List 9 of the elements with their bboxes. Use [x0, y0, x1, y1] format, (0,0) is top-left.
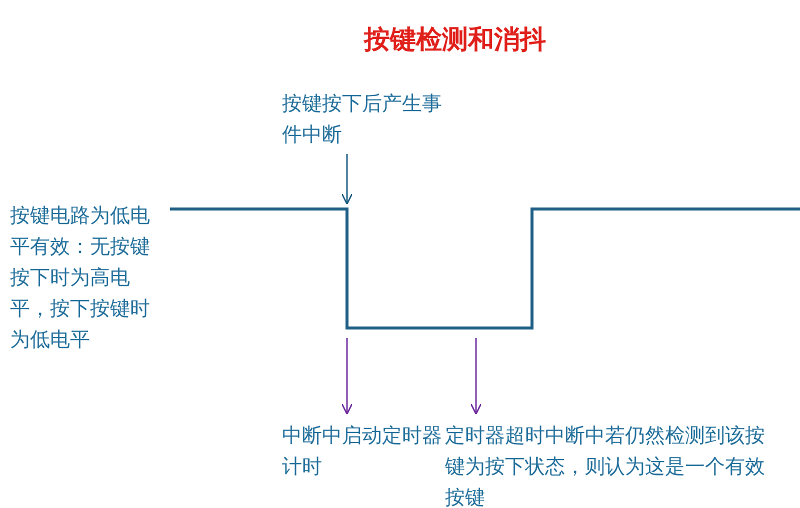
arrow: [470, 338, 482, 415]
diagram-title: 按键检测和消抖: [362, 24, 547, 57]
arrow: [341, 154, 353, 205]
annotation-text: 定时器超时中断中若仍然检测到该按键为按下状态，则认为这是一个有效按键: [445, 420, 775, 508]
waveform-line: [170, 208, 800, 330]
annotation-text: 中断中启动定时器计时: [282, 420, 442, 482]
annotation-text: 按键按下后产生事件中断: [282, 88, 452, 150]
arrow: [341, 338, 353, 415]
note-text: 按键电路为低电平有效：无按键按下时为高电平，按下按键时为低电平: [10, 202, 151, 353]
